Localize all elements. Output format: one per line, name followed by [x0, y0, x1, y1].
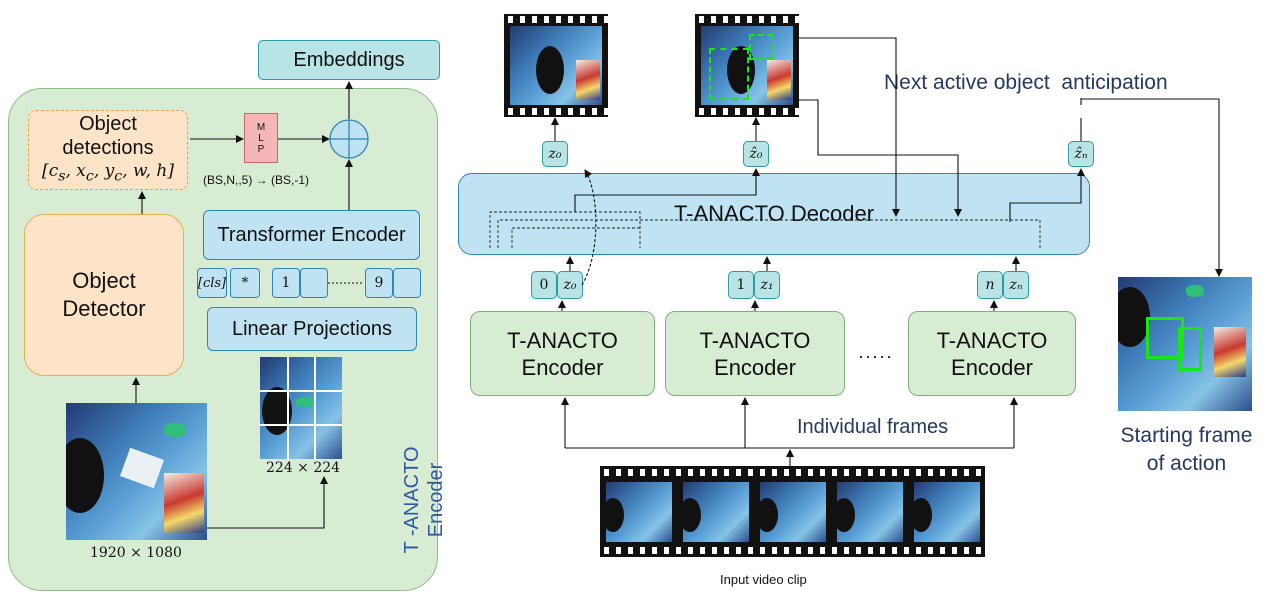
input-index-0: 0	[531, 271, 557, 299]
transformer-encoder-box: Transformer Encoder	[203, 210, 420, 260]
encoder-1-line2: Encoder	[521, 354, 604, 380]
encoder-box-1: T-ANACTO Encoder	[470, 311, 655, 396]
input-clip-label: Input video clip	[720, 572, 807, 587]
encoder-box-2: T-ANACTO Encoder	[665, 311, 845, 396]
encoder-n-line2: Encoder	[951, 354, 1033, 380]
object-detections-box: Object detections [cs, xc, yc, w, h]	[28, 110, 188, 190]
input-token-zn: zₙ	[1003, 271, 1029, 299]
bbox-vector: [cs, xc, yc, w, h]	[42, 161, 174, 185]
input-index-1: 1	[728, 271, 754, 299]
object-detector-line1: Object	[72, 268, 136, 293]
output-token-zhatn-label: ẑₙ	[1074, 146, 1088, 162]
token-1: 1	[272, 268, 300, 298]
patch-size-label: 224 × 224	[266, 460, 341, 476]
token-star-label: *	[241, 275, 249, 291]
object-detections-line1: Object	[79, 113, 137, 136]
token-cls: [cls]	[197, 268, 227, 298]
token-9-embed	[393, 268, 421, 298]
reshape-label: (BS,N,,5) → (BS,-1)	[203, 173, 310, 187]
patch-grid-image	[260, 357, 342, 459]
encoder-label-line2: Encoder	[425, 462, 447, 538]
transformer-encoder-label: Transformer Encoder	[217, 223, 406, 246]
mlp-letter-l: L	[258, 132, 264, 144]
object-detections-line2: detections	[62, 137, 154, 160]
input-token-z0: z₀	[557, 271, 583, 299]
input-token-z1-label: z₁	[760, 277, 774, 293]
token-9-label: 9	[374, 275, 384, 291]
linear-projections-box: Linear Projections	[207, 307, 417, 351]
encoder-box-n: T-ANACTO Encoder	[908, 311, 1076, 396]
output-token-z0: z₀	[542, 141, 568, 167]
token-1-embed	[300, 268, 328, 298]
input-frame-2	[683, 482, 749, 542]
encoder-1-line1: T-ANACTO	[507, 327, 618, 353]
token-9: 9	[365, 268, 393, 298]
mlp-letter-p: P	[257, 143, 265, 155]
output-token-z0-label: z₀	[548, 146, 562, 162]
embeddings-label: Embeddings	[293, 48, 405, 71]
encoder-panel-label: T -ANACTO Encoder	[392, 430, 452, 570]
source-image	[66, 403, 207, 540]
decoder-label: T-ANACTO Decoder	[673, 201, 875, 226]
input-frame-4	[837, 482, 903, 542]
encoder-n-line1: T-ANACTO	[936, 327, 1048, 353]
output-frame-2	[695, 14, 799, 117]
decoder-box: T-ANACTO Decoder	[458, 173, 1090, 255]
object-detector-line2: Detector	[62, 296, 146, 321]
input-token-z0-label: z₀	[563, 277, 577, 293]
token-1-label: 1	[281, 275, 291, 291]
encoder-2-line1: T-ANACTO	[699, 327, 811, 353]
input-index-1-label: 1	[736, 277, 746, 293]
token-star: *	[230, 268, 260, 298]
image-size-label: 1920 × 1080	[90, 545, 182, 561]
object-detector-box: Object Detector	[24, 214, 184, 376]
embeddings-box: Embeddings	[258, 40, 440, 80]
output-frame-1	[504, 14, 608, 117]
gt-box-2	[1178, 327, 1202, 371]
output-token-zhat0: ẑ₀	[743, 141, 769, 167]
starting-frame-line1: Starting frame	[1120, 424, 1253, 447]
input-index-n-label: n	[985, 277, 995, 293]
output-token-zhatn: ẑₙ	[1068, 141, 1094, 167]
token-cls-label: [cls]	[197, 275, 227, 291]
input-frame-1	[606, 482, 672, 542]
starting-frame-label: Starting frame of action	[1104, 422, 1269, 478]
input-frame-5	[914, 482, 980, 542]
encoder-2-line2: Encoder	[714, 354, 796, 380]
starting-frame-image	[1118, 277, 1252, 411]
output-token-zhat0-label: ẑ₀	[749, 146, 763, 162]
encoder-label-line1: T -ANACTO	[401, 446, 423, 554]
gt-box-1	[1146, 317, 1184, 359]
mlp-box: M L P	[244, 113, 278, 163]
mlp-letter-m: M	[256, 121, 266, 133]
encoder-ellipsis: ·····	[858, 346, 893, 366]
input-frame-3	[760, 482, 826, 542]
predicted-box-1	[709, 48, 749, 100]
input-index-n: n	[977, 271, 1003, 299]
input-token-zn-label: zₙ	[1009, 277, 1023, 293]
next-active-label: Next active object anticipation	[884, 71, 1168, 94]
input-token-z1: z₁	[754, 271, 780, 299]
predicted-box-2	[749, 34, 773, 60]
input-index-0-label: 0	[539, 277, 549, 293]
individual-frames-label: Individual frames	[797, 416, 949, 438]
linear-projections-label: Linear Projections	[231, 317, 393, 340]
starting-frame-line2: of action	[1146, 452, 1227, 475]
